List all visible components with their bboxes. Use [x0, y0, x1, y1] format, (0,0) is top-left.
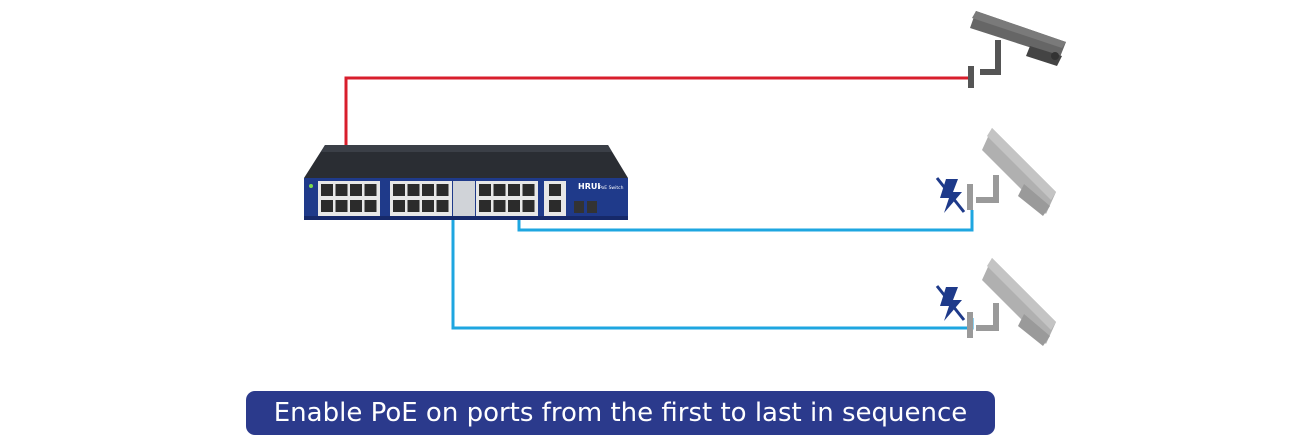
sfp-port: [574, 201, 584, 213]
no-power-icon: [935, 285, 966, 321]
ethernet-port: [335, 184, 348, 196]
ethernet-port: [393, 200, 405, 212]
ethernet-port: [350, 184, 362, 196]
ethernet-port: [364, 184, 377, 196]
ethernet-port: [522, 200, 535, 212]
caption-banner: Enable PoE on ports from the first to la…: [246, 391, 995, 435]
sfp-port: [587, 201, 597, 213]
cctv-camera-icon: [968, 11, 1066, 88]
uplink-port: [549, 184, 561, 196]
switch-model: PoE Switch: [599, 185, 624, 191]
ethernet-port: [436, 200, 449, 212]
ethernet-port: [493, 184, 506, 196]
power-led: [309, 184, 313, 188]
ethernet-ports: [321, 184, 561, 212]
ethernet-port: [479, 200, 491, 212]
ethernet-port: [479, 184, 491, 196]
no-power-icon: [935, 177, 966, 213]
label-strip: [453, 181, 475, 216]
ethernet-port: [522, 184, 535, 196]
ethernet-port: [321, 184, 333, 196]
ethernet-port: [393, 184, 405, 196]
ethernet-port: [508, 184, 520, 196]
ethernet-port: [364, 200, 377, 212]
ethernet-port: [335, 200, 348, 212]
ethernet-port: [508, 200, 520, 212]
ethernet-port: [407, 184, 420, 196]
ethernet-port: [493, 200, 506, 212]
ethernet-port: [436, 184, 449, 196]
cctv-camera-icon: [967, 258, 1056, 346]
ethernet-port: [321, 200, 333, 212]
cctv-camera-icon: [967, 128, 1056, 216]
ethernet-port: [350, 200, 362, 212]
switch-brand: HRUI: [578, 182, 600, 191]
ethernet-port: [422, 200, 434, 212]
ethernet-port: [422, 184, 434, 196]
uplink-port: [549, 200, 561, 212]
ethernet-port: [407, 200, 420, 212]
